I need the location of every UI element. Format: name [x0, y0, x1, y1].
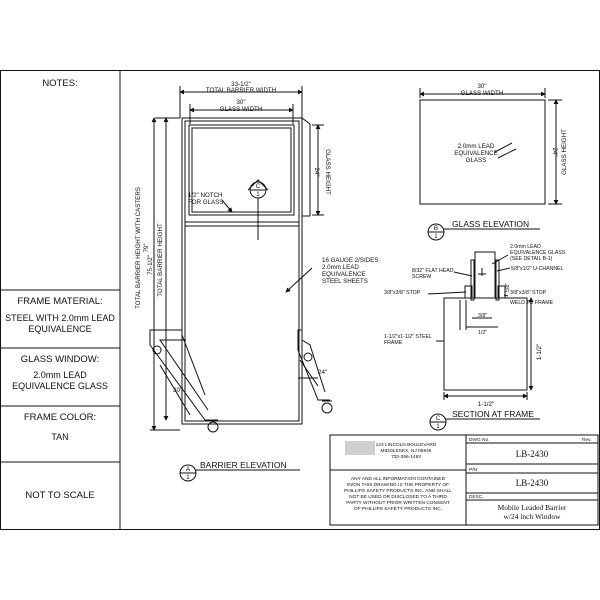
- address-line-1: 123 LINCOLN BOULEVARD: [376, 442, 437, 448]
- notch-note-line2: FOR GLASS: [188, 199, 223, 206]
- dwg-no-value: LB-2430: [516, 449, 549, 459]
- pn-value: LB-2430: [516, 478, 549, 488]
- section-note-glass-1: 2.0mm LEAD: [510, 244, 541, 250]
- disclaimer-line-3: PHILLIPS SAFETY PRODUCTS INC. AND SHALL: [344, 488, 452, 494]
- barrier-title-number: 1: [186, 474, 190, 481]
- dwg-no-label: DWG No.: [469, 437, 490, 443]
- glass-title-number: 1: [434, 233, 438, 240]
- glass-title-letter: B: [434, 225, 438, 232]
- frame-color-heading: FRAME COLOR:: [23, 412, 97, 423]
- total-height-label: TOTAL BARRIER HEIGHT: [157, 223, 164, 297]
- section-note-stop-left: 3/8"x3/8" STOP: [384, 290, 421, 296]
- section-dim-1-1-2-vertical: 1-1/2": [536, 344, 543, 360]
- section-note-stop-right: 3/8"x3/8" STOP: [510, 290, 547, 296]
- glass-window-line-1: 2.0mm LEAD: [33, 370, 87, 380]
- sheet-note-line1: 16 GAUGE 2/SIDES: [322, 257, 378, 264]
- barrier-title-letter: A: [186, 466, 191, 473]
- glass-window-heading: GLASS WINDOW:: [20, 354, 100, 365]
- barrier-elevation-title: BARRIER ELEVATION: [200, 460, 287, 470]
- detail-marker-letter: C: [256, 183, 261, 190]
- glass-elevation-title: GLASS ELEVATION: [452, 219, 529, 229]
- glass-width-value: 30": [236, 99, 245, 106]
- glass-elev-height-value: 24": [551, 147, 558, 156]
- glass-height-label: GLASS HEIGHT: [324, 149, 331, 195]
- total-width-label: TOTAL BARRIER WIDTH: [206, 87, 276, 94]
- desc-value-line-2: w/24 inch Window: [503, 512, 561, 521]
- glass-window-line-2: EQUIVALENCE GLASS: [12, 381, 108, 391]
- section-note-glass-2: EQUIVALENCE GLASS: [510, 250, 566, 256]
- drawing-sheet: 33-1/2" TOTAL BARRIER WIDTH 30" GLASS WI…: [0, 70, 600, 530]
- frame-material-line-1: STEEL WITH 2.0mm LEAD: [5, 313, 115, 323]
- frame-material-line-2: EQUIVALENCE: [28, 324, 92, 334]
- title-block-labels: 123 LINCOLN BOULEVARD MIDDLESEX, NJ 0884…: [344, 437, 591, 521]
- section-dim-1-1-2-horizontal: 1-1/2": [478, 401, 494, 408]
- barrier-elevation-labels: 33-1/2" TOTAL BARRIER WIDTH 30" GLASS WI…: [135, 81, 378, 481]
- base-dim-left: 30": [173, 387, 182, 394]
- sheet-note-line3: EQUIVALENCE: [322, 271, 366, 278]
- disclaimer-line-4: NOT BE USED OR DISCLOSED TO A THIRD: [349, 494, 447, 500]
- glass-height-value: 24": [313, 167, 320, 176]
- glass-elev-height-label: GLASS HEIGHT: [561, 129, 568, 175]
- glass-note-line3: GLASS: [466, 157, 487, 164]
- scale-note: NOT TO SCALE: [25, 490, 95, 501]
- address-line-2: MIDDLESEX, NJ 08846: [381, 448, 432, 454]
- desc-value-line-1: Mobile Leaded Barrier: [498, 503, 567, 512]
- glass-note-line1: 2.0mm LEAD: [458, 143, 495, 150]
- glass-width-label: GLASS WIDTH: [220, 106, 263, 113]
- glass-elev-width-label: GLASS WIDTH: [461, 90, 504, 97]
- frame-color-value: TAN: [51, 432, 69, 442]
- total-height-casters-value: 79": [143, 243, 150, 252]
- section-at-frame-labels: 2.0mm LEAD EQUIVALENCE GLASS (SEE DETAIL…: [384, 244, 566, 430]
- desc-label: DESC.: [469, 494, 484, 500]
- disclaimer-line-5: PARTY WITHOUT PRIOR WRITTEN CONSENT: [346, 500, 450, 506]
- disclaimer-line-1: ANY AND ALL INFORMATION CONTAINED: [351, 476, 446, 482]
- total-height-casters-label: TOTAL BARRIER HEIGHT WITH CASTERS: [135, 187, 142, 309]
- total-width-value: 33-1/2": [231, 81, 251, 88]
- section-title-number: 1: [436, 423, 440, 430]
- section-note-frame-2: FRAME: [384, 340, 403, 346]
- drawing-canvas: 33-1/2" TOTAL BARRIER WIDTH 30" GLASS WI…: [0, 70, 600, 530]
- disclaimer-line-6: OF PHILLIPS SAFETY PRODUCTS INC.: [354, 506, 442, 512]
- section-note-screw-2: SCREW: [412, 274, 431, 280]
- base-dim-right: 24": [318, 369, 327, 376]
- barrier-elevation-drawing: [149, 86, 333, 482]
- glass-elevation-drawing: [419, 88, 562, 241]
- detail-marker-number: 1: [256, 191, 260, 198]
- notes-heading: NOTES:: [42, 78, 78, 89]
- pn-label: P/N:: [469, 467, 478, 473]
- total-height-value: 75-1/2": [147, 255, 154, 275]
- section-at-frame-drawing: [427, 251, 540, 431]
- section-at-frame-title: SECTION AT FRAME: [452, 409, 534, 419]
- section-note-glass-3: (SEE DETAIL B-1): [510, 256, 553, 262]
- title-block-frame: [329, 434, 599, 526]
- sheet-note-line4: STEEL SHEETS: [322, 278, 368, 285]
- frame-material-heading: FRAME MATERIAL:: [17, 296, 103, 307]
- section-note-u-channel: 5/8"x1/2" U-CHANNEL: [511, 266, 564, 272]
- section-note-weld: WELD TO FRAME: [510, 300, 554, 306]
- sheet-note-line2: 2.0mm LEAD: [322, 264, 359, 271]
- rev-label: Rev.: [582, 437, 592, 443]
- notch-note-line1: 1/2" NOTCH: [188, 192, 223, 199]
- disclaimer-line-2: IN/ON THIS DRAWING IS THE PROPERTY OF: [347, 482, 449, 488]
- section-note-screw-1: 8/32" FLAT HEAD: [412, 268, 454, 274]
- glass-elev-width-value: 30": [477, 83, 486, 90]
- glass-elevation-labels: 30" GLASS WIDTH 24" GLASS HEIGHT 2.0mm L…: [434, 83, 568, 240]
- section-dim-1-2: 1/2": [478, 330, 487, 336]
- section-title-letter: C: [436, 415, 441, 422]
- section-dim-5-8: 5/8": [505, 283, 511, 292]
- address-line-3: 732-356-1493: [391, 454, 421, 460]
- section-dim-3-8: 3/8": [478, 313, 487, 319]
- glass-note-line2: EQUIVALENCE: [454, 150, 498, 157]
- section-note-frame-1: 1-1/2"x1-1/2" STEEL: [384, 334, 432, 340]
